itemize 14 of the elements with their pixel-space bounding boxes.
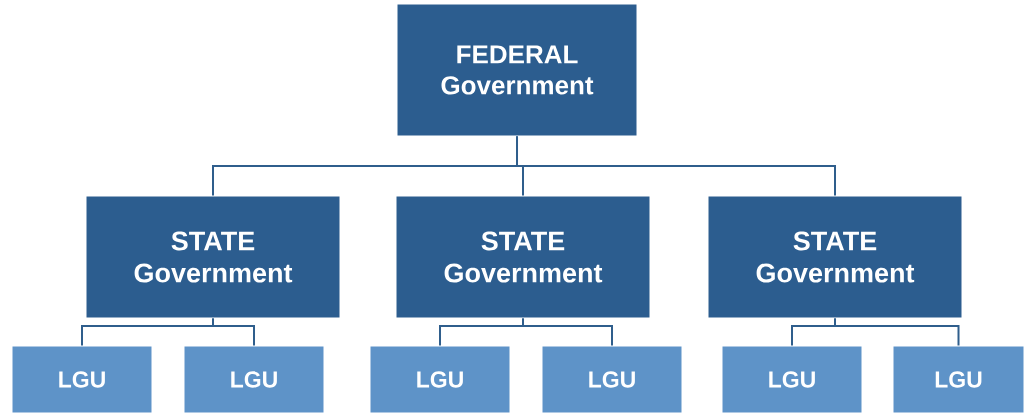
connector [516,135,836,197]
lgu-box: LGU [721,345,863,414]
connector [212,317,255,347]
lgu-box: LGU [369,345,511,414]
connector [522,317,613,347]
federal-box: FEDERAL Government [396,3,638,137]
state-box: STATE Government [395,195,651,319]
lgu-box: LGU [183,345,325,414]
state-box: STATE Government [85,195,341,319]
lgu-box: LGU [892,345,1025,414]
lgu-box: LGU [541,345,683,414]
state-box: STATE Government [707,195,963,319]
connector [834,317,960,347]
lgu-box: LGU [11,345,153,414]
